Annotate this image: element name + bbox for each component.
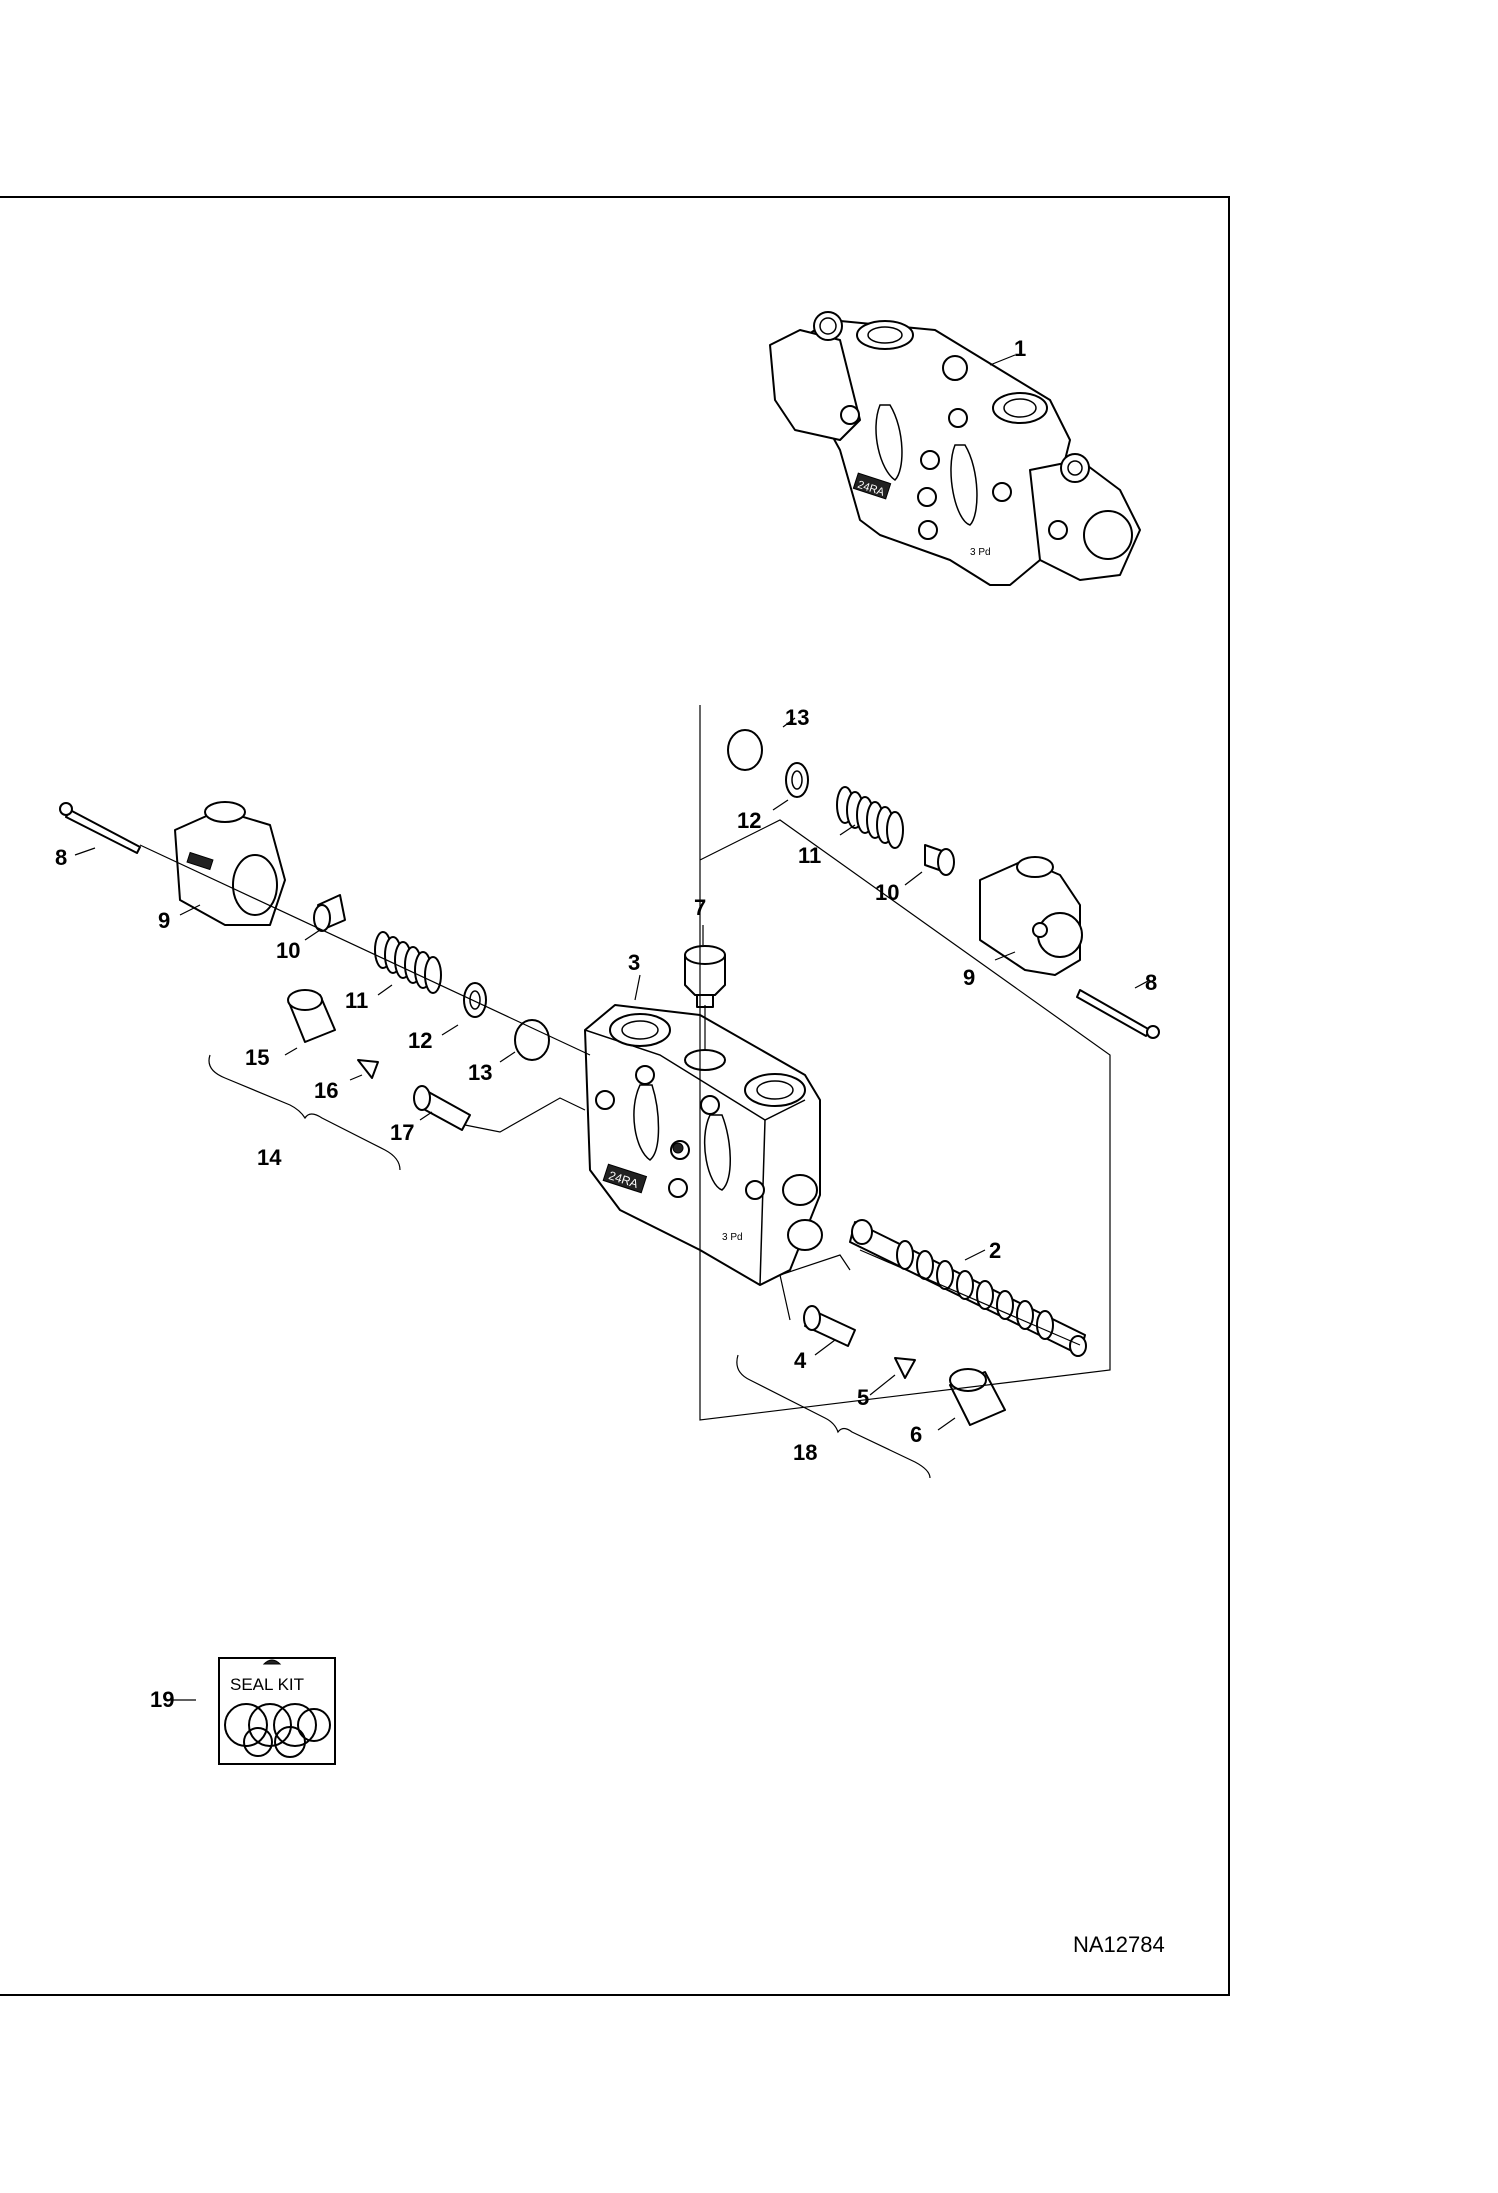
bracket-18 — [736, 1354, 931, 1479]
seal-kit-box: SEAL KIT — [218, 1657, 336, 1765]
callout-10-left: 10 — [276, 938, 300, 963]
callout-13-left: 13 — [468, 1060, 492, 1085]
callout-7: 7 — [694, 895, 706, 920]
leader-lines — [74, 354, 1151, 1701]
callout-14: 14 — [257, 1145, 282, 1170]
callout-15: 15 — [245, 1045, 269, 1070]
body-mark-1: 3 Pd — [970, 547, 991, 558]
left-o-ring — [514, 1019, 550, 1061]
callout-2: 2 — [989, 1238, 1001, 1263]
callout-9-right: 9 — [963, 965, 975, 990]
spool — [849, 1219, 1087, 1357]
callout-4: 4 — [794, 1348, 807, 1373]
valve-assembly: 24RA 3 Pd — [769, 311, 1141, 586]
callout-12-right: 12 — [737, 808, 761, 833]
left-spring-seat — [313, 894, 346, 932]
valve-section-body: 24RA 3 Pd — [584, 1004, 823, 1286]
callout-3: 3 — [628, 950, 640, 975]
right-washer — [785, 762, 809, 798]
left-spring — [374, 931, 442, 994]
diagram-frame — [0, 196, 1230, 1996]
callout-6: 6 — [910, 1422, 922, 1447]
right-check-valve — [803, 1305, 856, 1347]
right-poppet — [894, 1357, 916, 1379]
right-bolt — [1076, 989, 1160, 1039]
right-spring-seat — [924, 844, 955, 876]
left-bolt — [59, 802, 141, 854]
callout-19: 19 — [150, 1687, 174, 1712]
right-spring — [836, 786, 904, 849]
relief-plug — [684, 945, 726, 1008]
callout-5: 5 — [857, 1385, 869, 1410]
callout-11-left: 11 — [345, 988, 368, 1013]
callout-11-right: 11 — [798, 843, 821, 868]
callout-8-left: 8 — [55, 845, 67, 870]
callout-13-right: 13 — [785, 705, 809, 730]
callout-10-right: 10 — [875, 880, 899, 905]
guide-lines — [139, 705, 1111, 1421]
callout-8-right: 8 — [1145, 970, 1157, 995]
left-end-cap — [174, 801, 286, 926]
callout-16: 16 — [314, 1078, 338, 1103]
seal-kit-label: SEAL KIT — [230, 1675, 304, 1694]
callout-1: 1 — [1014, 336, 1026, 361]
body-mark-3: 3 Pd — [722, 1232, 743, 1243]
bracket-14 — [208, 1054, 401, 1171]
figure-id: NA12784 — [1073, 1932, 1165, 1957]
right-end-cap — [979, 856, 1083, 976]
left-check-valve — [413, 1085, 471, 1131]
callout-labels: 1 2 3 4 5 6 7 8 8 9 9 10 10 11 11 12 12 … — [55, 336, 1157, 1712]
right-plug — [949, 1368, 1006, 1426]
callout-18: 18 — [793, 1440, 817, 1465]
right-o-ring — [727, 729, 763, 771]
callout-9-left: 9 — [158, 908, 170, 933]
callout-17: 17 — [390, 1120, 414, 1145]
left-plug — [287, 989, 336, 1043]
left-poppet — [357, 1059, 379, 1079]
left-washer — [463, 982, 487, 1018]
callout-12-left: 12 — [408, 1028, 432, 1053]
